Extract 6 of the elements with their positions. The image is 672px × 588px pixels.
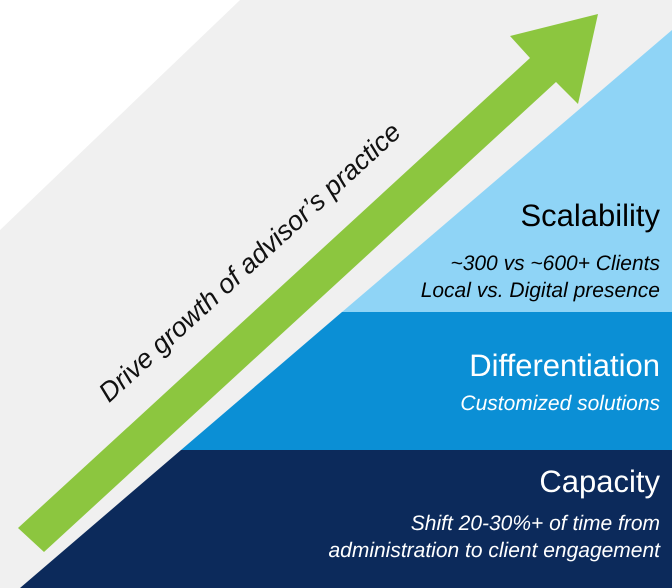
band-heading: Capacity [539, 464, 660, 500]
band-description: ~300 vs ~600+ Clients Local vs. Digital presence [420, 251, 660, 304]
band-heading: Scalability [520, 198, 660, 234]
band-description: Customized solutions [459, 391, 660, 417]
band-description: Shift 20-30%+ of time from administration to client engagement [327, 511, 660, 564]
band-heading: Differentiation [469, 348, 660, 384]
